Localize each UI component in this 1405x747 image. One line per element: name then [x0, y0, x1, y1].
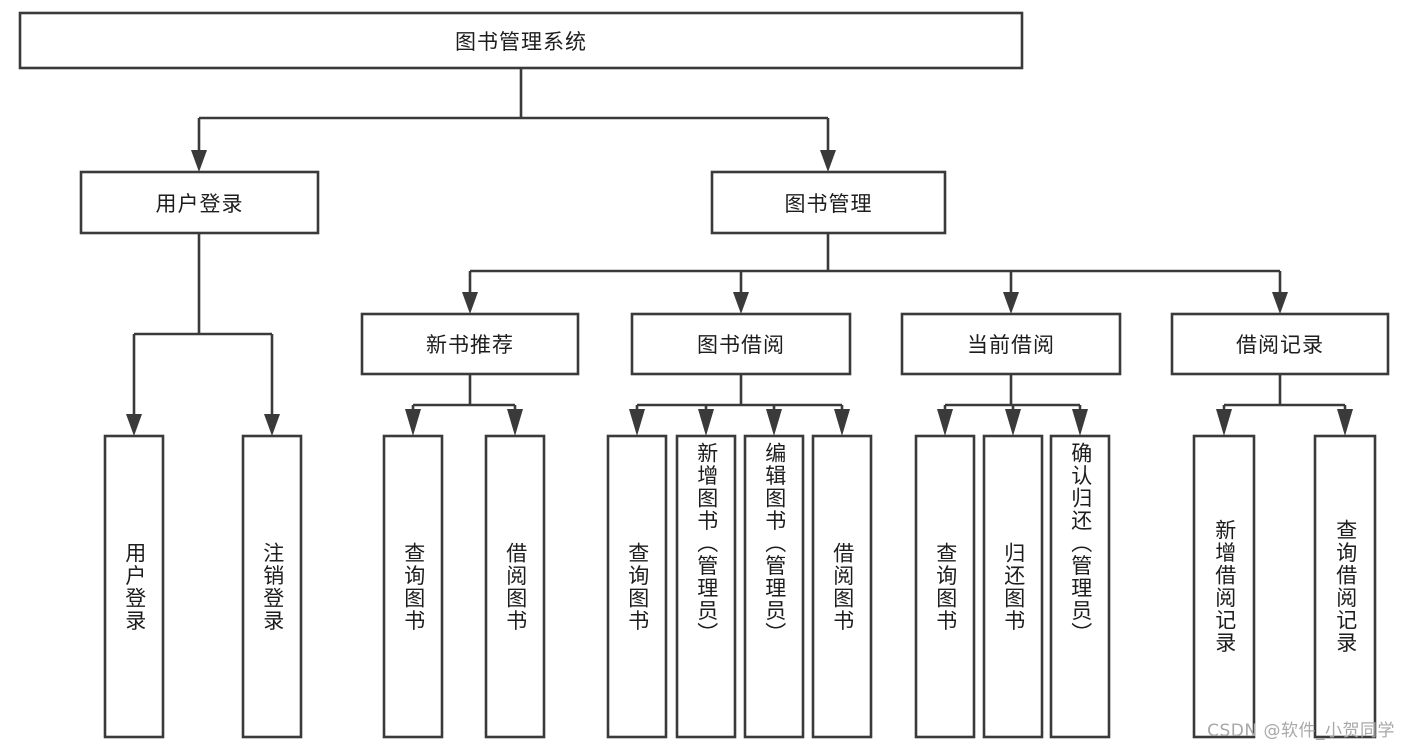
node-box-book-borrow[interactable]: [630, 312, 852, 376]
arrow-head-new-book-rec: [462, 292, 478, 314]
arrow-head-leaf-edit-book: [766, 409, 782, 436]
arrow-head-user-login: [191, 150, 207, 172]
node-box-user-login[interactable]: [79, 170, 320, 235]
csdn-watermark: CSDN @软件_小贺同学: [1207, 721, 1395, 741]
node-box-borrow-record[interactable]: [1170, 312, 1390, 376]
node-box-leaf-query-book-2[interactable]: [606, 434, 668, 739]
node-box-current-borrow[interactable]: [900, 312, 1122, 376]
arrow-head-leaf-user-login: [126, 414, 142, 436]
node-box-new-book-rec[interactable]: [360, 312, 580, 376]
node-box-leaf-borrow-book-1[interactable]: [484, 434, 546, 739]
node-box-leaf-add-book[interactable]: [675, 434, 737, 739]
node-box-leaf-query-book-3[interactable]: [914, 434, 976, 739]
arrow-head-leaf-add-record: [1216, 409, 1232, 436]
arrow-head-leaf-add-book: [698, 409, 714, 436]
node-box-leaf-return-book[interactable]: [982, 434, 1044, 739]
arrow-head-current-borrow: [1003, 292, 1019, 314]
node-box-leaf-borrow-book-2[interactable]: [811, 434, 873, 739]
arrow-head-leaf-query-book-1: [405, 409, 421, 436]
node-box-leaf-add-record[interactable]: [1192, 434, 1256, 739]
node-box-leaf-query-record[interactable]: [1313, 434, 1377, 739]
node-box-root[interactable]: [18, 11, 1024, 70]
node-box-leaf-logout[interactable]: [241, 434, 303, 739]
node-box-book-manage[interactable]: [710, 170, 947, 235]
arrow-head-leaf-confirm-return: [1072, 409, 1088, 436]
arrow-head-leaf-query-book-2: [629, 409, 645, 436]
arrow-head-book-manage: [820, 150, 836, 172]
node-box-leaf-edit-book[interactable]: [743, 434, 805, 739]
arrow-head-leaf-return-book: [1005, 409, 1021, 436]
node-box-leaf-query-book-1[interactable]: [382, 434, 444, 739]
arrow-head-leaf-logout: [264, 414, 280, 436]
arrow-head-leaf-borrow-book-1: [507, 409, 523, 436]
arrow-head-borrow-record: [1272, 292, 1288, 314]
arrow-head-leaf-query-record: [1337, 409, 1353, 436]
arrow-head-leaf-query-book-3: [937, 409, 953, 436]
arrow-head-leaf-borrow-book-2: [834, 409, 850, 436]
node-box-leaf-confirm-return[interactable]: [1049, 434, 1111, 739]
node-box-leaf-user-login[interactable]: [103, 434, 165, 739]
arrow-head-book-borrow: [733, 292, 749, 314]
